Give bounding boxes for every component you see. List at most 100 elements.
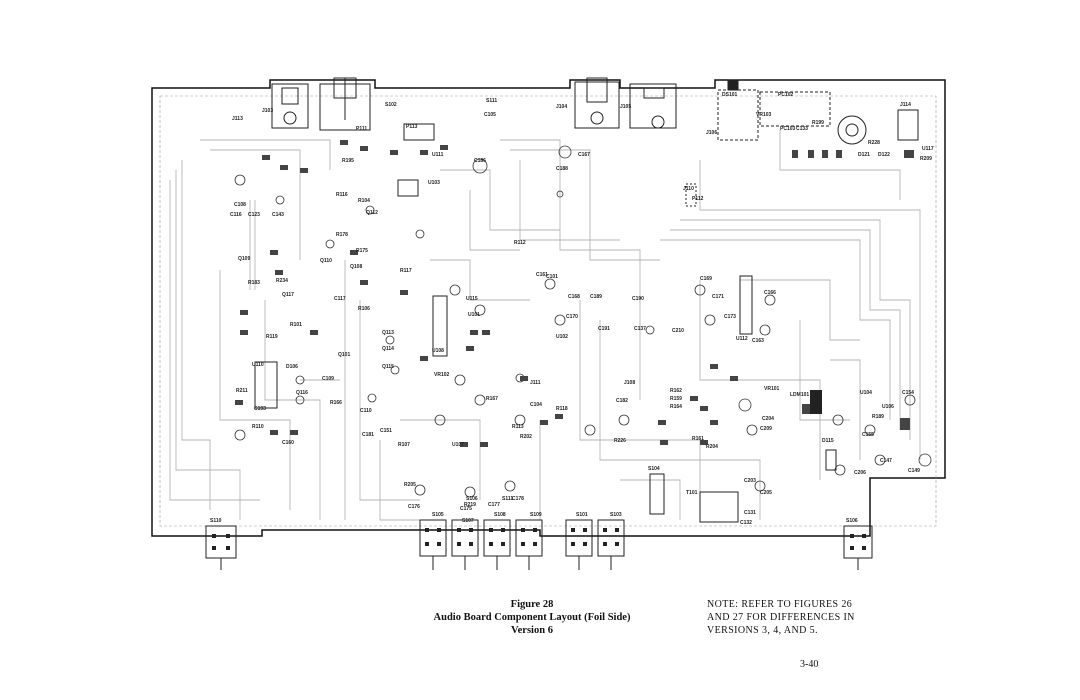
- label-r119: R119: [266, 334, 278, 340]
- label-r118: R118: [556, 406, 568, 412]
- label-c101: C101: [546, 274, 558, 280]
- label-c175: C175: [460, 506, 472, 512]
- label-c123: C123: [248, 212, 260, 218]
- label-c167: C167: [578, 152, 590, 158]
- label-c205: C205: [760, 490, 772, 496]
- label-c169: C169: [700, 276, 712, 282]
- label-t101: T101: [686, 490, 698, 496]
- label-c191: C191: [598, 326, 610, 332]
- label-u106: U106: [882, 404, 894, 410]
- bottom-switches: [205, 519, 873, 570]
- label-vr102: VR102: [434, 372, 450, 378]
- figure-title: Audio Board Component Layout (Foil Side): [433, 612, 631, 623]
- label-c189: C189: [590, 294, 602, 300]
- label-c190: C190: [632, 296, 644, 302]
- label-r234: R234: [276, 278, 288, 284]
- board-inner-border: [159, 95, 937, 527]
- label-s111: S111: [486, 98, 497, 104]
- note-line-3: VERSIONS 3, 4, AND 5.: [707, 625, 818, 636]
- label-c210: C210: [672, 328, 684, 334]
- component-labels: J103 J104 J105 J106 J108 J110 J111 J113 …: [210, 92, 934, 526]
- label-c151: C151: [380, 428, 392, 434]
- label-r113: R113: [512, 424, 524, 430]
- label-s105: S105: [432, 512, 444, 518]
- label-r205: R205: [404, 482, 416, 488]
- note-line-1: NOTE: REFER TO FIGURES 26: [707, 599, 853, 610]
- label-j104: J104: [556, 104, 567, 110]
- label-r101: R101: [290, 322, 302, 328]
- label-j114: J114: [900, 102, 911, 108]
- label-c133: C133: [796, 126, 808, 132]
- label-c170: C170: [566, 314, 578, 320]
- label-r226: R226: [614, 438, 626, 444]
- label-r211: R211: [236, 388, 248, 394]
- label-c204: C204: [762, 416, 774, 422]
- top-connectors: [271, 77, 919, 145]
- label-c110: C110: [360, 408, 372, 414]
- label-u103: U103: [428, 180, 440, 186]
- label-c182: C182: [616, 398, 628, 404]
- label-q109: Q109: [238, 256, 250, 262]
- label-p113: P113: [406, 124, 418, 130]
- label-s106: S106: [846, 518, 858, 524]
- label-c161: C161: [536, 272, 548, 278]
- label-r199: R199: [812, 120, 824, 126]
- label-s107: S107: [462, 518, 474, 524]
- page-number: 3-40: [800, 659, 819, 670]
- label-s108: S108: [494, 512, 506, 518]
- label-c168: C168: [568, 294, 580, 300]
- label-u117: U117: [922, 146, 934, 152]
- label-c108: C108: [234, 202, 246, 208]
- label-c109: C109: [322, 376, 334, 382]
- round-components: [234, 145, 932, 498]
- label-j106: J106: [706, 130, 717, 136]
- label-d121: D121: [858, 152, 870, 158]
- label-c117: C117: [334, 296, 346, 302]
- label-r228: R228: [868, 140, 880, 146]
- note-line-2: AND 27 FOR DIFFERENCES IN: [707, 612, 855, 623]
- label-q112: Q112: [366, 210, 378, 216]
- label-p112: P112: [692, 196, 704, 202]
- board-outline: [151, 79, 946, 537]
- figure-caption: Figure 28 Audio Board Component Layout (…: [424, 598, 640, 637]
- label-c171: C171: [712, 294, 724, 300]
- label-r189: R189: [872, 414, 884, 420]
- label-vr101: VR101: [764, 386, 780, 392]
- label-r204: R204: [706, 444, 718, 450]
- label-j108: J108: [624, 380, 635, 386]
- switch-pins: [212, 528, 866, 550]
- label-c166: C166: [764, 290, 776, 296]
- label-d106: D106: [286, 364, 298, 370]
- label-q108: Q108: [350, 264, 362, 270]
- ic-packages: [254, 123, 837, 523]
- label-pc103: PC103: [780, 126, 796, 132]
- label-q115: Q115: [382, 364, 394, 370]
- label-u112: U112: [736, 336, 748, 342]
- label-q116: Q116: [296, 390, 308, 396]
- note-block: NOTE: REFER TO FIGURES 26 AND 27 FOR DIF…: [707, 598, 907, 637]
- label-q110: Q110: [320, 258, 332, 264]
- label-r175: R175: [356, 248, 368, 254]
- label-q113: Q113: [382, 330, 394, 336]
- label-r183: R183: [248, 280, 260, 286]
- label-r167: R167: [486, 396, 498, 402]
- label-c176: C176: [408, 504, 420, 510]
- label-d122: D122: [878, 152, 890, 158]
- label-c177: C177: [488, 502, 500, 508]
- label-c193: C193: [254, 406, 266, 412]
- label-s101: S101: [576, 512, 588, 518]
- label-c181: C181: [362, 432, 374, 438]
- label-c155: C155: [862, 432, 874, 438]
- label-r159: R159: [670, 396, 682, 402]
- label-j105: J105: [620, 104, 631, 110]
- label-c178: C178: [512, 496, 524, 502]
- label-s106b: S106: [466, 496, 478, 502]
- label-c209: C209: [760, 426, 772, 432]
- label-s109: S109: [530, 512, 542, 518]
- label-r195: R195: [342, 158, 354, 164]
- label-s110: S110: [210, 518, 222, 524]
- label-r116: R116: [336, 192, 348, 198]
- label-r162: R162: [670, 388, 682, 394]
- label-c188: C188: [556, 166, 568, 172]
- label-r166: R166: [330, 400, 342, 406]
